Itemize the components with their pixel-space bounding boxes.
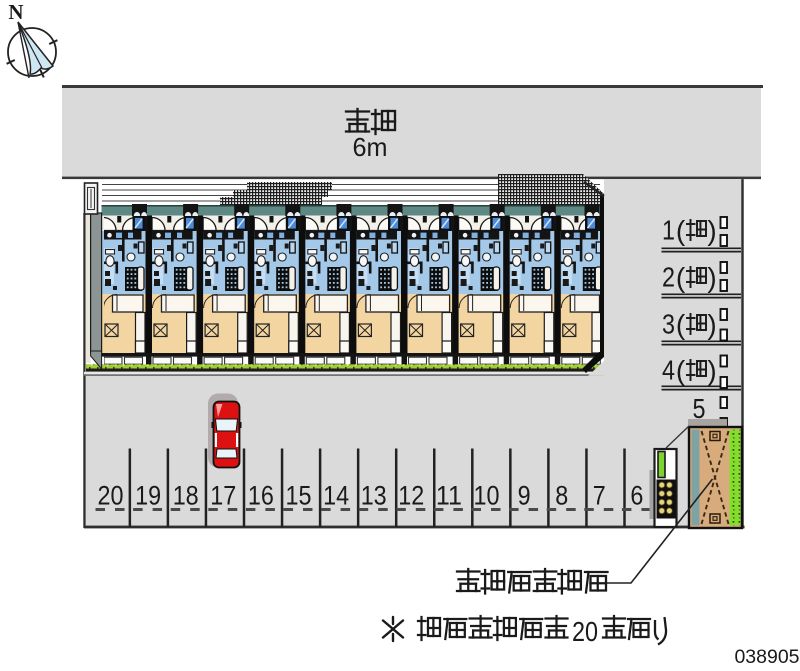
svg-text:17: 17 [210, 481, 236, 511]
svg-text:038905: 038905 [734, 646, 799, 666]
svg-text:18: 18 [173, 481, 199, 511]
svg-text:): ) [707, 355, 716, 386]
svg-text:12: 12 [398, 481, 424, 511]
svg-text:(: ( [676, 309, 686, 340]
svg-text:11: 11 [436, 481, 462, 511]
svg-text:(: ( [676, 215, 686, 246]
svg-text:6: 6 [630, 481, 643, 511]
svg-text:2: 2 [662, 262, 675, 293]
svg-text:13: 13 [361, 481, 387, 511]
svg-text:20: 20 [98, 481, 124, 511]
svg-text:): ) [707, 309, 716, 340]
svg-text:15: 15 [286, 481, 312, 511]
svg-text:14: 14 [323, 481, 349, 511]
svg-text:10: 10 [474, 481, 500, 511]
svg-text:N: N [8, 0, 23, 24]
svg-text:9: 9 [518, 481, 531, 511]
svg-text:6m: 6m [353, 132, 388, 162]
svg-text:): ) [707, 262, 716, 293]
svg-text:3: 3 [662, 309, 675, 340]
svg-text:7: 7 [593, 481, 606, 511]
svg-text:1: 1 [662, 215, 675, 246]
svg-text:5: 5 [693, 393, 706, 424]
svg-text:16: 16 [248, 481, 274, 511]
svg-text:4: 4 [662, 355, 675, 386]
svg-text:20: 20 [572, 616, 598, 647]
svg-text:8: 8 [555, 481, 568, 511]
svg-text:19: 19 [135, 481, 161, 511]
svg-text:(: ( [676, 355, 686, 386]
svg-text:): ) [707, 215, 716, 246]
svg-text:(: ( [676, 262, 686, 293]
